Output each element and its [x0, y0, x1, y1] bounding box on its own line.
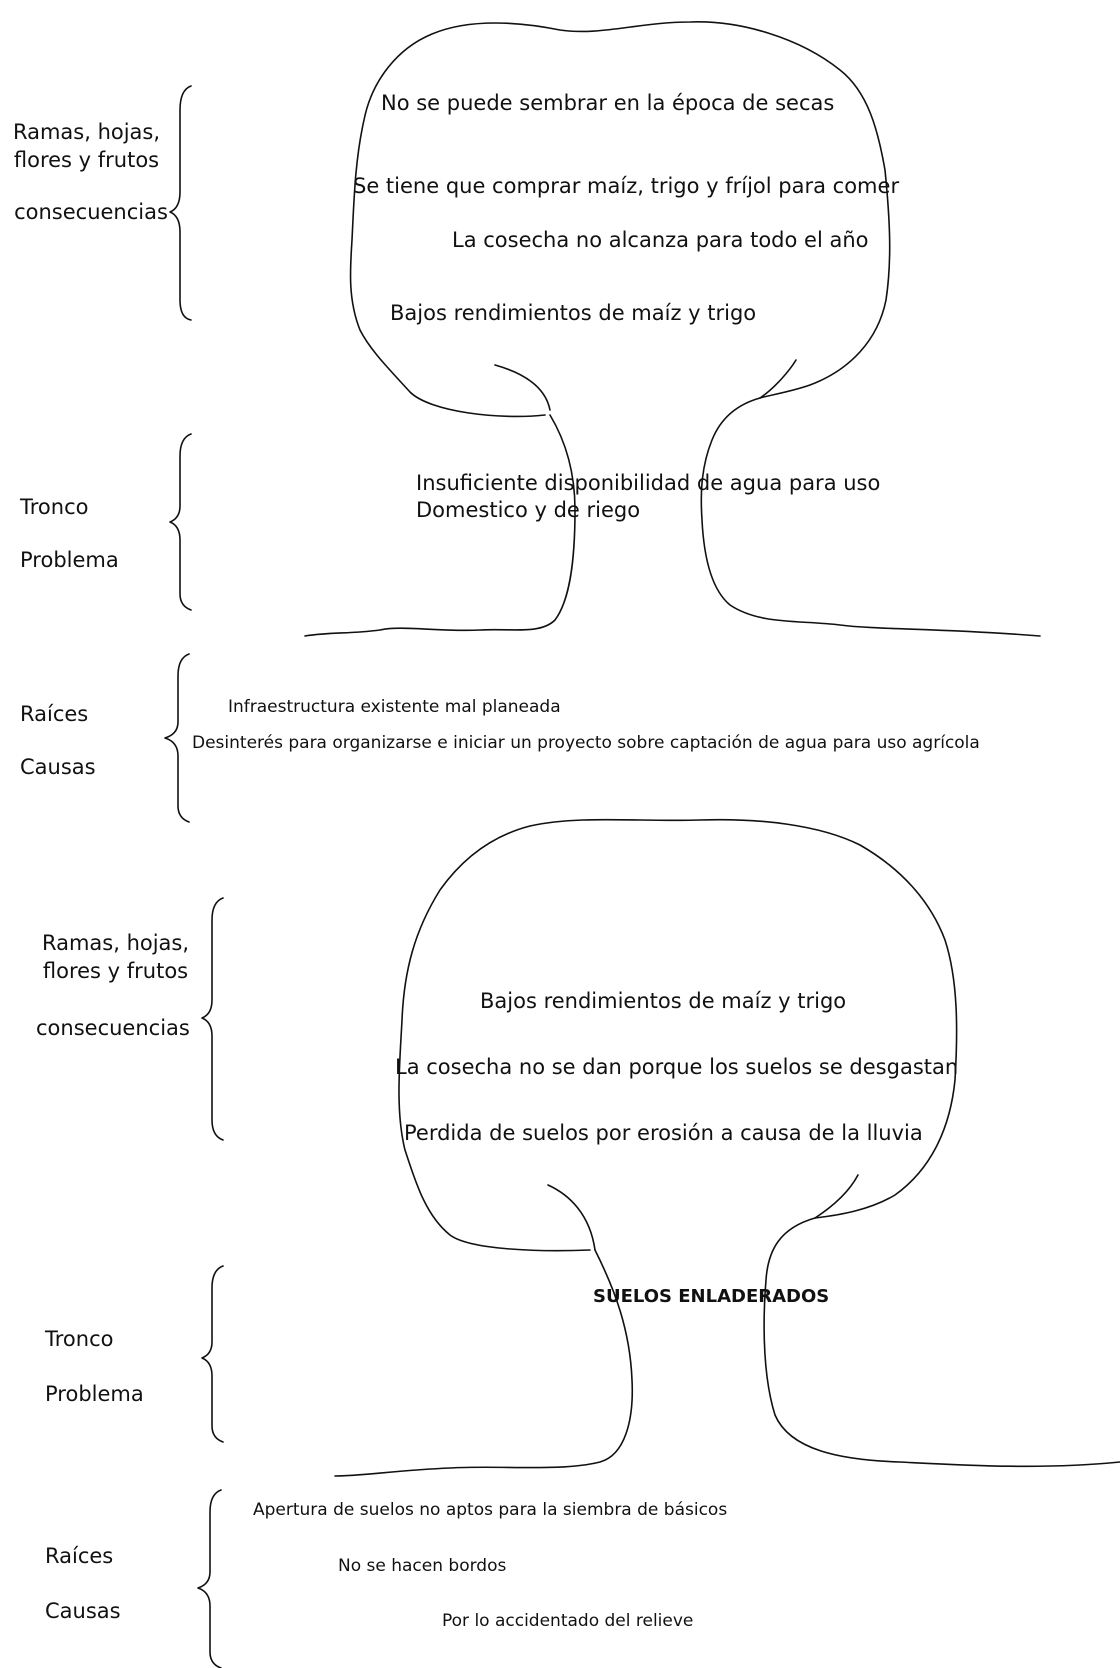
tree2-trunk-label: Tronco	[45, 1327, 114, 1351]
tree2-roots-bracket	[197, 1489, 222, 1668]
tree1-crown-outline	[349, 21, 891, 418]
tree2-crown-outline	[398, 818, 958, 1252]
tree2-consequence-3: Perdida de suelos por erosión a causa de…	[404, 1121, 923, 1145]
tree1-roots-role: Causas	[20, 755, 96, 779]
tree2-cause-3: Por lo accidentado del relieve	[442, 1611, 694, 1631]
tree1-cause-2: Desinterés para organizarse e iniciar un…	[192, 733, 980, 753]
tree2-roots-label: Raíces	[45, 1544, 114, 1568]
tree2-trunk-left	[334, 1249, 634, 1477]
tree2-branches-bracket	[201, 897, 224, 1141]
tree1-cause-1: Infraestructura existente mal planeada	[228, 697, 561, 717]
tree1-trunk-bracket	[169, 433, 192, 611]
tree1-trunk-left	[304, 414, 576, 637]
tree2-consequence-1: Bajos rendimientos de maíz y trigo	[480, 989, 847, 1013]
tree2-crown-inner-right	[814, 1174, 859, 1219]
tree2-trunk-role: Problema	[45, 1382, 144, 1406]
tree1-problem-line1: Insuficiente disponibilidad de agua para…	[416, 471, 881, 495]
tree2-trunk-right	[763, 1217, 1120, 1468]
tree1-consequence-1: No se puede sembrar en la época de secas	[381, 91, 835, 115]
tree2-branches-role: consecuencias	[36, 1016, 190, 1040]
tree1-roots-bracket	[164, 653, 190, 823]
tree1-branches-role: consecuencias	[14, 200, 168, 224]
tree1-consequence-3: La cosecha no alcanza para todo el año	[452, 228, 869, 252]
tree2-cause-2: No se hacen bordos	[338, 1556, 507, 1576]
tree1-crown-inner-right	[759, 359, 797, 399]
tree1-trunk-label: Tronco	[20, 495, 89, 519]
tree1-consequence-2: Se tiene que comprar maíz, trigo y fríjo…	[353, 174, 900, 198]
tree1-branches-bracket	[169, 85, 192, 321]
tree1-branches-label-line1: Ramas, hojas,	[12, 120, 161, 144]
tree2-crown-inner-left	[547, 1184, 596, 1251]
tree2-branches-label-line2: flores y frutos	[42, 959, 189, 983]
tree1-trunk-role: Problema	[20, 548, 119, 572]
tree1-roots-label: Raíces	[20, 702, 89, 726]
tree1-branches-label-line2: flores y frutos	[13, 148, 160, 172]
tree1-crown-inner-left	[494, 364, 551, 411]
tree2-problem: SUELOS ENLADERADOS	[593, 1286, 830, 1307]
tree1-problem-line2: Domestico y de riego	[416, 498, 641, 522]
tree2-consequence-2: La cosecha no se dan porque los suelos s…	[395, 1055, 959, 1079]
tree2-roots-role: Causas	[45, 1599, 121, 1623]
tree1-consequence-4: Bajos rendimientos de maíz y trigo	[390, 301, 757, 325]
tree2-branches-label-line1: Ramas, hojas,	[41, 931, 190, 955]
tree1-trunk-right	[700, 397, 1041, 637]
tree2-cause-1: Apertura de suelos no aptos para la siem…	[253, 1500, 728, 1520]
tree2-trunk-bracket	[201, 1265, 224, 1443]
